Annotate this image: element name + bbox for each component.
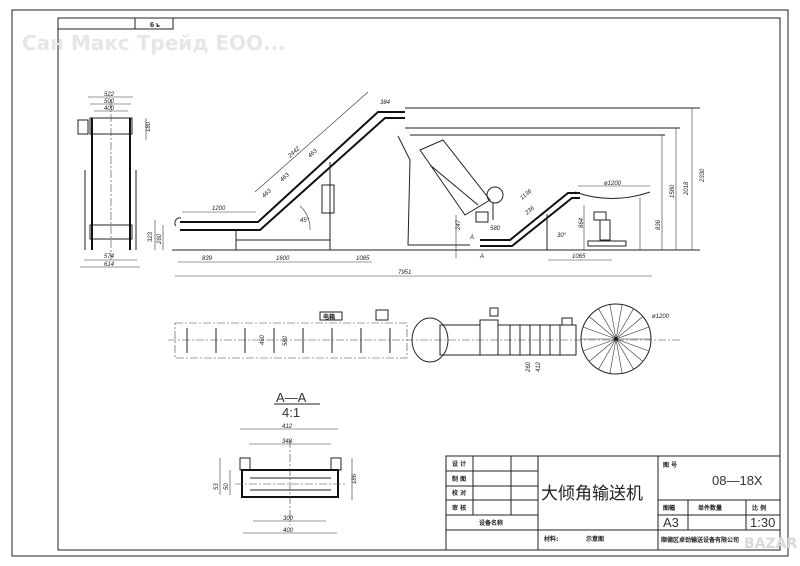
dim-580-plan: 580 bbox=[283, 335, 289, 346]
inner-frame bbox=[57, 17, 781, 551]
wheel-spoke bbox=[583, 326, 617, 340]
dim-1600: 1600 bbox=[276, 256, 290, 262]
dim-500: 500 bbox=[104, 99, 115, 105]
wheel-spoke bbox=[588, 316, 617, 340]
wheel-spoke bbox=[598, 338, 617, 370]
watermark-text: Сан Макс Трейд ЕОО... bbox=[22, 31, 286, 55]
scale-label: 比 例 bbox=[752, 504, 766, 512]
wheel-spoke bbox=[615, 326, 649, 340]
corner-tag-box: б ъ bbox=[57, 17, 174, 30]
dim-1580: 1580 bbox=[670, 184, 676, 198]
wheel-spoke bbox=[598, 308, 617, 340]
dim-7951: 7951 bbox=[398, 270, 411, 276]
angle-30: 30° bbox=[557, 233, 567, 239]
bazar-logo-watermark: BAZAR bbox=[744, 536, 797, 552]
dim-614: 614 bbox=[104, 262, 115, 268]
motor-icon bbox=[489, 307, 499, 317]
dim-1136: 1136 bbox=[519, 188, 533, 201]
motor-icon bbox=[561, 317, 573, 326]
packing-machine-view: 1136 236 580 247 30° 864 1065 ø1200 836 … bbox=[397, 107, 706, 261]
material-label: 材料: bbox=[543, 535, 558, 543]
wheel-spoke bbox=[615, 338, 644, 362]
motor-icon bbox=[475, 211, 489, 223]
dim-1085: 1085 bbox=[356, 256, 370, 262]
dim-1200: 1200 bbox=[212, 206, 226, 212]
wheel-spoke bbox=[609, 304, 617, 340]
material-value: 示意图 bbox=[586, 535, 604, 543]
dim-186: 186 bbox=[352, 473, 358, 484]
dim-864: 864 bbox=[579, 217, 585, 228]
electrical-box-label: 电箱 bbox=[323, 313, 335, 321]
section-title: A—A bbox=[276, 390, 307, 405]
quantity-label: 单件数量 bbox=[698, 504, 722, 512]
company-name: 顺德区卓劲输送设备有限公司 bbox=[661, 536, 739, 544]
wheel-spoke bbox=[588, 338, 617, 362]
wheel-spoke bbox=[615, 304, 623, 340]
equipment-name-label: 设备名称 bbox=[479, 519, 503, 527]
dim-348: 348 bbox=[282, 439, 293, 445]
side-view-conveyor: 1200 2442 463 463 463 45° 384 839 1600 1… bbox=[148, 91, 700, 277]
dim-839: 839 bbox=[202, 256, 213, 262]
dim-260: 260 bbox=[157, 233, 163, 245]
wheel-spoke bbox=[615, 338, 623, 374]
dim-836: 836 bbox=[656, 219, 662, 230]
role-check: 校 对 bbox=[452, 489, 466, 497]
dim-412-section: 412 bbox=[282, 424, 293, 430]
dim-400: 400 bbox=[104, 106, 115, 112]
dim-463-b: 463 bbox=[279, 172, 291, 184]
dim-diameter-1200: ø1200 bbox=[604, 181, 622, 187]
section-a-a: A—A 4:1 412 348 53 50 186 300 400 bbox=[214, 390, 358, 534]
sheet-size: A3 bbox=[663, 515, 679, 530]
dim-236: 236 bbox=[524, 205, 537, 217]
drawing-scale: 1:30 bbox=[750, 515, 775, 530]
corner-tag: б ъ bbox=[150, 22, 160, 29]
title-block: 设 计 制 图 校 对 审 核 设备名称 大倾角输送机 材料: 示意图 图 号 … bbox=[445, 455, 781, 551]
dim-522: 522 bbox=[104, 92, 115, 98]
dim-2018: 2018 bbox=[684, 181, 690, 196]
dim-300: 300 bbox=[283, 516, 294, 522]
sheet-size-label: 图幅 bbox=[663, 504, 675, 512]
dim-2330: 2330 bbox=[700, 168, 706, 183]
role-review: 审 核 bbox=[452, 504, 466, 512]
section-mark-a-bottom: A bbox=[479, 254, 484, 260]
wheel-spoke bbox=[609, 338, 617, 374]
dim-460: 460 bbox=[260, 334, 266, 345]
dim-412-plan: 412 bbox=[536, 361, 542, 372]
dim-260-plan: 260 bbox=[526, 361, 532, 373]
motor-icon bbox=[375, 309, 389, 321]
dim-580: 580 bbox=[490, 226, 501, 232]
wheel-spoke bbox=[615, 316, 644, 340]
drawing-number-label: 图 号 bbox=[663, 461, 677, 469]
dim-247: 247 bbox=[456, 219, 462, 231]
wheel-spoke bbox=[615, 338, 634, 370]
section-scale: 4:1 bbox=[282, 405, 300, 420]
dim-323: 323 bbox=[148, 231, 154, 242]
outer-border bbox=[11, 9, 789, 557]
dim-463-c: 463 bbox=[307, 148, 319, 160]
end-view: 522 500 400 180 574 614 bbox=[77, 92, 152, 268]
role-design: 设 计 bbox=[452, 460, 466, 468]
role-drafting: 制 图 bbox=[452, 475, 466, 483]
plan-view: 电箱 460 580 260 412 ø1200 bbox=[168, 303, 680, 375]
wheel-spoke bbox=[615, 338, 649, 352]
dim-180: 180 bbox=[146, 121, 152, 132]
dim-463-a: 463 bbox=[261, 188, 273, 200]
section-mark-a-top: A bbox=[469, 235, 474, 241]
wheel-spoke bbox=[615, 308, 634, 340]
motor-icon bbox=[593, 211, 607, 221]
motor-icon bbox=[77, 119, 89, 135]
wheel-spoke bbox=[583, 338, 617, 352]
angle-45: 45° bbox=[300, 218, 310, 224]
dim-384: 384 bbox=[380, 100, 391, 106]
dim-53: 53 bbox=[214, 483, 220, 490]
dim-400-section: 400 bbox=[283, 528, 294, 534]
product-name: 大倾角输送机 bbox=[541, 484, 643, 504]
dim-574: 574 bbox=[104, 254, 115, 260]
dim-1065: 1065 bbox=[572, 254, 586, 260]
dim-50: 50 bbox=[224, 483, 230, 490]
drawing-number: 08—18X bbox=[712, 473, 763, 488]
dim-diameter-1200-plan: ø1200 bbox=[652, 314, 670, 320]
turntable-wheel bbox=[580, 303, 652, 375]
